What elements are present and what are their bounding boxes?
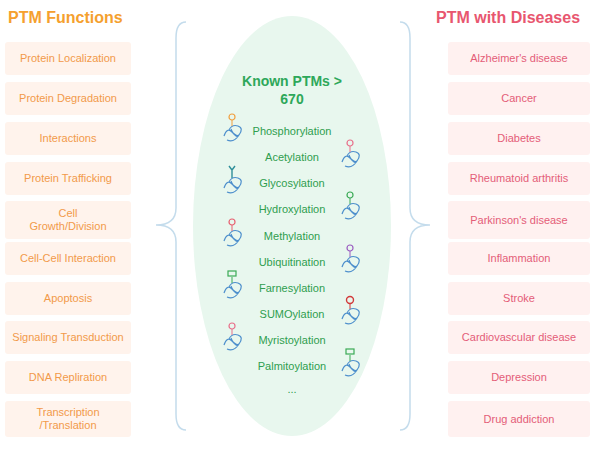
disease-box: Rheumatoid arthritis bbox=[448, 162, 590, 195]
function-box: DNA Repliration bbox=[5, 361, 131, 394]
disease-box: Parkinson's disease bbox=[448, 201, 590, 239]
ptm-name: Myristoylation bbox=[202, 334, 382, 347]
ptm-ellipse: Known PTMs > 670PhosphorylationAcetylati… bbox=[192, 15, 392, 437]
box-label: Stroke bbox=[503, 292, 535, 305]
function-box: Interactions bbox=[5, 122, 131, 155]
box-label: Transcription /Translation bbox=[21, 406, 116, 432]
box-label: Protein Localization bbox=[20, 52, 116, 65]
box-label: Alzheimer's disease bbox=[470, 52, 567, 65]
box-label: Cell-Cell Interaction bbox=[20, 252, 116, 265]
ellipse-heading: Known PTMs > 670 bbox=[237, 72, 347, 108]
ptm-name: Glycosylation bbox=[202, 177, 382, 190]
function-box: Protein Trafficking bbox=[5, 162, 131, 195]
box-label: Rheumatoid arthritis bbox=[470, 172, 568, 185]
box-label: Depression bbox=[491, 371, 547, 384]
column-title: PTM with Diseases bbox=[436, 9, 580, 27]
right-brace bbox=[400, 22, 430, 430]
box-label: Signaling Transduction bbox=[12, 331, 123, 344]
box-label: Parkinson's disease bbox=[470, 214, 568, 227]
box-label: Interactions bbox=[40, 132, 97, 145]
box-label: Apoptosis bbox=[44, 292, 92, 305]
disease-box: Cardiovascular disease bbox=[448, 321, 590, 354]
function-box: Cell Growth/Division bbox=[5, 201, 131, 239]
disease-box: Inflammation bbox=[448, 242, 590, 275]
box-label: Inflammation bbox=[488, 252, 551, 265]
ptm-name: SUMOylation bbox=[202, 308, 382, 321]
ptm-name: ... bbox=[202, 383, 382, 396]
disease-box: Stroke bbox=[448, 282, 590, 315]
left-brace bbox=[156, 22, 186, 430]
box-label: Cancer bbox=[501, 92, 536, 105]
ptm-name: Acetylation bbox=[202, 151, 382, 164]
box-label: Cardiovascular disease bbox=[462, 331, 576, 344]
disease-box: Depression bbox=[448, 361, 590, 394]
column-title: PTM Functions bbox=[8, 9, 123, 27]
disease-box: Diabetes bbox=[448, 122, 590, 155]
box-label: Protein Trafficking bbox=[24, 172, 112, 185]
box-label: DNA Repliration bbox=[29, 371, 107, 384]
disease-box: Drug addiction bbox=[448, 401, 590, 437]
disease-box: Alzheimer's disease bbox=[448, 42, 590, 75]
box-label: Diabetes bbox=[497, 132, 540, 145]
function-box: Transcription /Translation bbox=[5, 401, 131, 437]
box-label: Cell Growth/Division bbox=[21, 207, 116, 233]
ellipse-shape bbox=[193, 16, 391, 436]
ptm-name: Hydroxylation bbox=[202, 203, 382, 216]
ptm-name: Farnesylation bbox=[202, 282, 382, 295]
ptm-name: Phosphorylation bbox=[202, 125, 382, 138]
box-label: Protein Degradation bbox=[19, 92, 117, 105]
function-box: Protein Localization bbox=[5, 42, 131, 75]
function-box: Signaling Transduction bbox=[5, 321, 131, 354]
function-box: Apoptosis bbox=[5, 282, 131, 315]
disease-box: Cancer bbox=[448, 82, 590, 115]
function-box: Protein Degradation bbox=[5, 82, 131, 115]
ptm-name: Methylation bbox=[202, 230, 382, 243]
function-box: Cell-Cell Interaction bbox=[5, 242, 131, 275]
box-label: Drug addiction bbox=[484, 413, 555, 426]
ptm-name: Palmitoylation bbox=[202, 360, 382, 373]
ptm-name: Ubiquitination bbox=[202, 256, 382, 269]
